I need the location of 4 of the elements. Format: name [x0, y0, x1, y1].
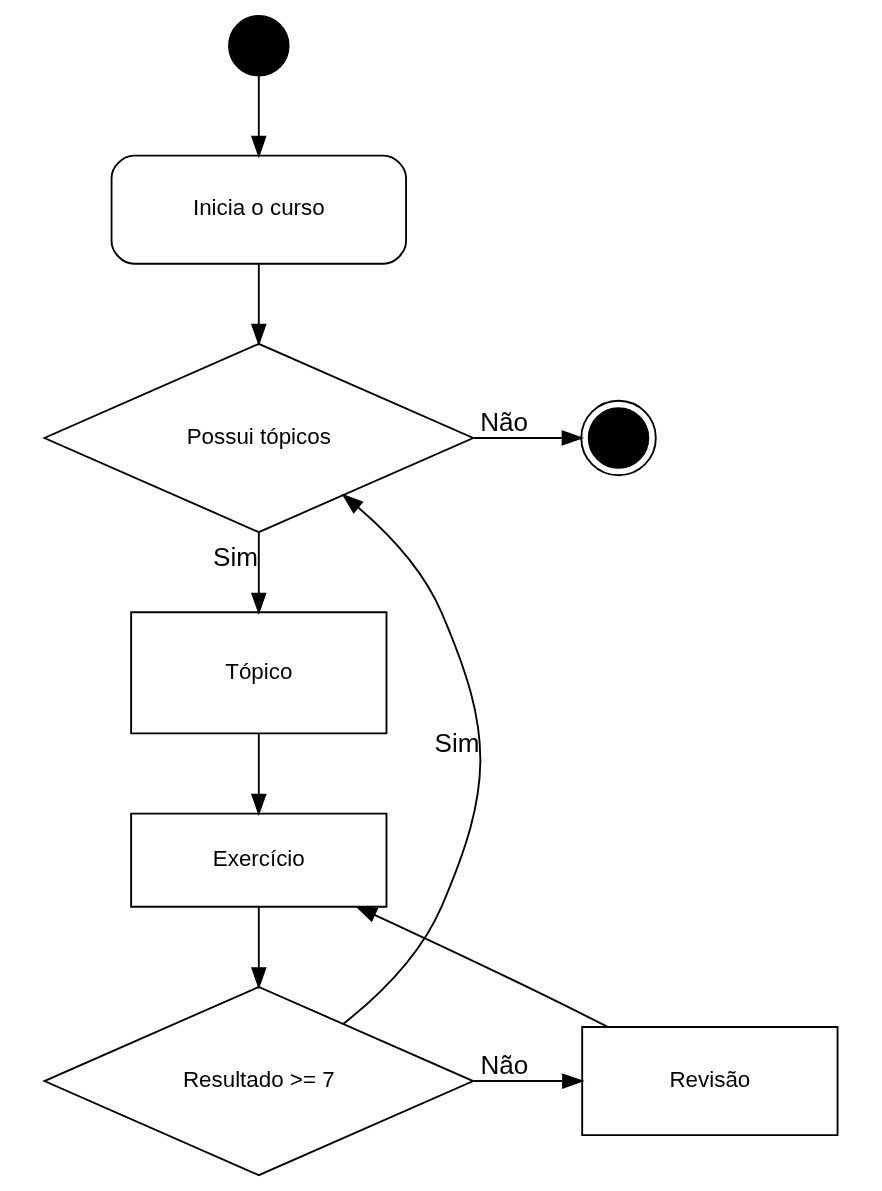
edge-label: Não	[480, 1049, 529, 1080]
edge-label: Sim	[434, 728, 480, 759]
edge-label: Sim	[213, 541, 258, 572]
edge-label: Não	[480, 406, 529, 437]
